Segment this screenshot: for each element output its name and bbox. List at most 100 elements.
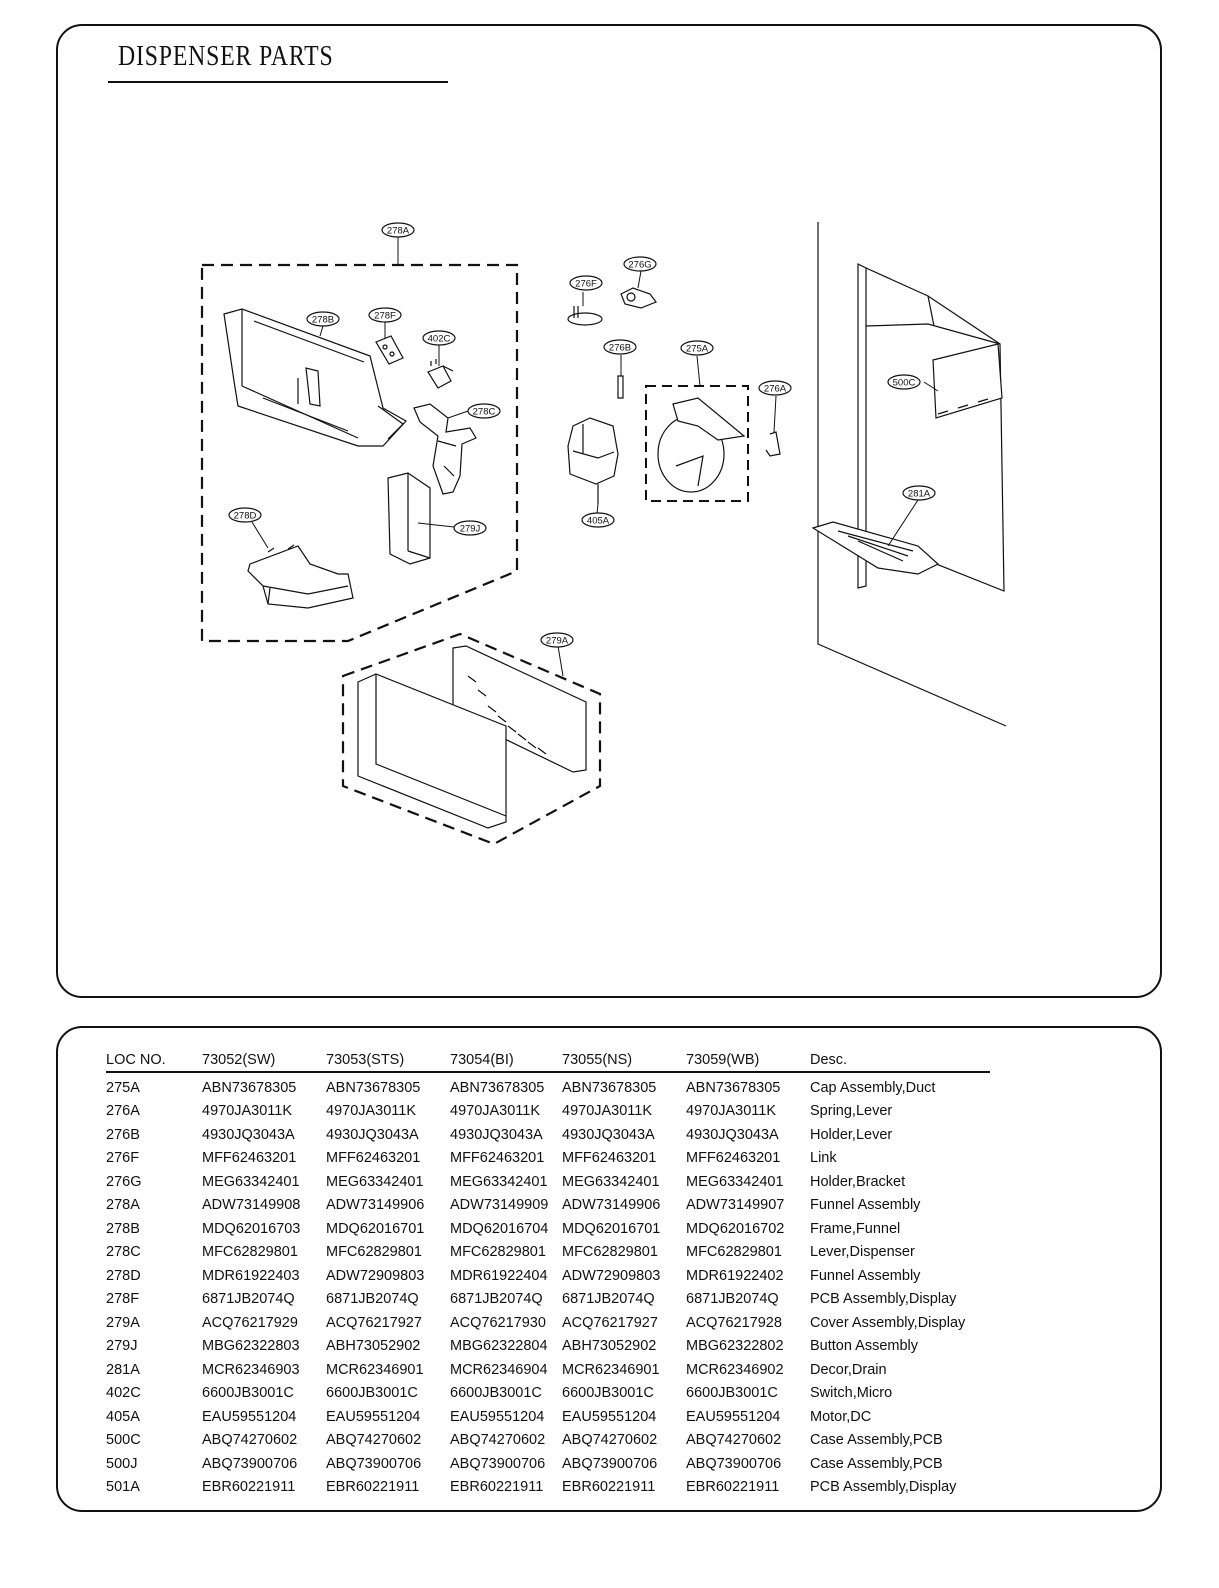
table-cell: Link <box>810 1150 837 1167</box>
table-cell: 6600JB3001C <box>450 1385 542 1402</box>
table-cell: EAU59551204 <box>326 1408 421 1425</box>
callout-402C: 402C <box>422 330 456 346</box>
table-cell: 6871JB2074Q <box>562 1291 655 1308</box>
table-cell: ABQ74270602 <box>326 1432 422 1449</box>
table-cell: 405A <box>106 1408 140 1425</box>
table-cell: ADW73149908 <box>202 1197 301 1214</box>
frame-funnel-part <box>223 308 407 447</box>
table-cell: EBR60221911 <box>686 1479 780 1496</box>
cap-assembly-duct-part <box>657 397 746 493</box>
cover-assembly-display-part <box>357 645 587 829</box>
column-header: 73054(BI) <box>450 1048 562 1073</box>
funnel-part <box>247 544 354 609</box>
callout-278C-label: 278C <box>473 407 496 418</box>
table-cell: PCB Assembly,Display <box>810 1479 957 1496</box>
table-cell: ADW72909803 <box>562 1267 661 1284</box>
table-cell: MFC62829801 <box>562 1244 658 1261</box>
table-cell: MFF62463201 <box>686 1150 781 1167</box>
table-cell: ABQ73900706 <box>686 1455 782 1472</box>
table-cell: 4970JA3011K <box>326 1103 417 1120</box>
table-cell: MBG62322804 <box>450 1338 548 1355</box>
table-cell: ABH73052902 <box>562 1338 657 1355</box>
table-cell: ACQ76217927 <box>562 1314 658 1331</box>
column-header: LOC NO. <box>106 1048 202 1073</box>
group-279A-dashed-outline <box>341 632 602 846</box>
table-cell: MFC62829801 <box>202 1244 298 1261</box>
table-cell: ACQ76217930 <box>450 1314 546 1331</box>
callout-279A-label: 279A <box>546 636 569 647</box>
table-cell: Case Assembly,PCB <box>810 1432 943 1449</box>
parts-table-panel: LOC NO. 73052(SW) 73053(STS) 73054(BI) 7… <box>56 1026 1162 1512</box>
callout-278B-label: 278B <box>312 315 334 326</box>
lever-dispenser-part <box>413 403 477 495</box>
table-cell: MDR61922402 <box>686 1267 784 1284</box>
table-cell: PCB Assembly,Display <box>810 1291 957 1308</box>
table-cell: Motor,DC <box>810 1408 872 1425</box>
table-cell: 4970JA3011K <box>202 1103 293 1120</box>
table-cell: EAU59551204 <box>450 1408 545 1425</box>
table-cell: MDQ62016704 <box>450 1220 549 1237</box>
table-cell: MCR62346901 <box>562 1361 660 1378</box>
table-cell: 279J <box>106 1338 138 1355</box>
table-cell: MFF62463201 <box>450 1150 545 1167</box>
table-cell: 275A <box>106 1079 140 1096</box>
table-cell: ABN73678305 <box>326 1079 421 1096</box>
table-cell: 402C <box>106 1385 141 1402</box>
table-cell: MEG63342401 <box>202 1173 300 1190</box>
table-cell: Switch,Micro <box>810 1385 893 1402</box>
table-cell: ADW73149906 <box>326 1197 425 1214</box>
table-cell: ABH73052902 <box>326 1338 421 1355</box>
table-cell: MCR62346901 <box>326 1361 424 1378</box>
table-cell: ABQ74270602 <box>686 1432 782 1449</box>
column-header: 73052(SW) <box>202 1048 326 1073</box>
table-cell: 6600JB3001C <box>202 1385 294 1402</box>
table-cell: MEG63342401 <box>686 1173 784 1190</box>
table-cell: Lever,Dispenser <box>810 1244 915 1261</box>
column-header: 73055(NS) <box>562 1048 686 1073</box>
callout-405A-label: 405A <box>587 516 610 527</box>
table-cell: MDR61922403 <box>202 1267 300 1284</box>
table-cell: 4930JQ3043A <box>202 1126 295 1143</box>
table-cell: 6871JB2074Q <box>686 1291 779 1308</box>
table-cell: 278B <box>106 1220 140 1237</box>
table-cell: MDQ62016703 <box>202 1220 301 1237</box>
motor-dc-part <box>567 417 619 504</box>
callout-278F-label: 278F <box>374 311 396 322</box>
table-cell: 4930JQ3043A <box>326 1126 419 1143</box>
table-cell: 6871JB2074Q <box>450 1291 543 1308</box>
column-header: 73059(WB) <box>686 1048 810 1073</box>
callout-276A-label: 276A <box>764 384 787 395</box>
callout-279A: 279A <box>540 632 574 648</box>
callout-278D: 278D <box>228 507 262 523</box>
parts-table: LOC NO. 73052(SW) 73053(STS) 73054(BI) 7… <box>106 1048 990 1499</box>
table-cell: ABQ73900706 <box>450 1455 546 1472</box>
callout-402C-label: 402C <box>428 334 451 345</box>
table-cell: MFF62463201 <box>562 1150 657 1167</box>
table-cell: MBG62322802 <box>686 1338 784 1355</box>
table-cell: MFC62829801 <box>326 1244 422 1261</box>
table-cell: ACQ76217929 <box>202 1314 298 1331</box>
callout-405A: 405A <box>581 512 615 528</box>
column-header: 73053(STS) <box>326 1048 450 1073</box>
table-cell: ACQ76217928 <box>686 1314 782 1331</box>
table-cell: ABQ74270602 <box>450 1432 546 1449</box>
table-cell: 276G <box>106 1173 142 1190</box>
callout-281A-label: 281A <box>908 489 931 500</box>
table-cell: MFC62829801 <box>450 1244 546 1261</box>
callout-279J-label: 279J <box>460 524 481 535</box>
table-cell: 4970JA3011K <box>450 1103 541 1120</box>
callout-276B: 276B <box>603 339 637 355</box>
table-cell: 500J <box>106 1455 138 1472</box>
holder-lever-part <box>617 375 624 399</box>
link-part <box>567 306 603 326</box>
table-cell: EAU59551204 <box>202 1408 297 1425</box>
